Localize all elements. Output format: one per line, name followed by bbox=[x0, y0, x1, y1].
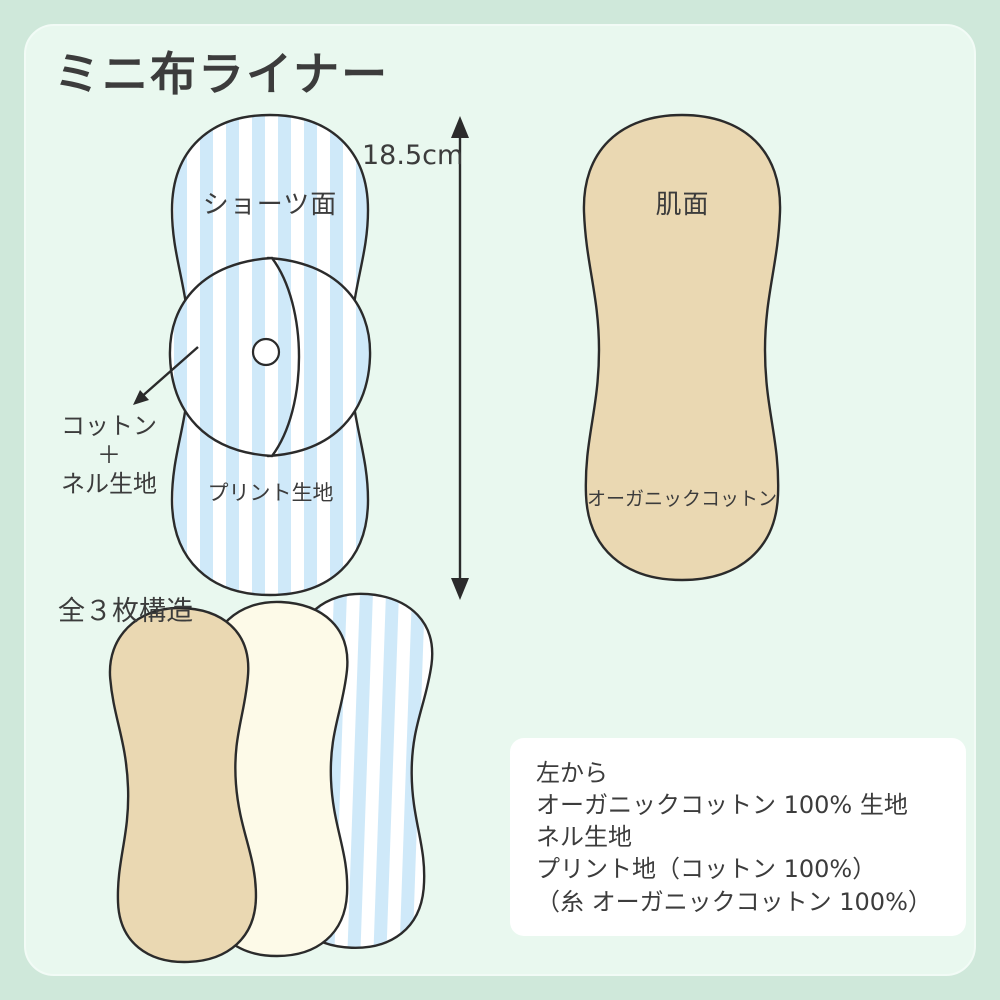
info-line-from-left: 左から bbox=[536, 759, 608, 787]
page-title: ミニ布ライナー bbox=[54, 47, 390, 101]
liner-wing-left bbox=[168, 256, 301, 458]
shorts-side-label: ショーツ面 bbox=[202, 190, 338, 220]
skin-side-label: 肌面 bbox=[655, 190, 710, 220]
skin-side-liner-shape bbox=[582, 113, 782, 582]
wing-material-line-3: ネル生地 bbox=[61, 469, 157, 498]
wing-pointer-arrow bbox=[133, 346, 199, 405]
layer-organic-cotton-fabric bbox=[106, 604, 260, 966]
organic-cotton-label: オーガニックコットン bbox=[586, 488, 777, 510]
wing-material-line-1: コットン bbox=[61, 412, 157, 440]
height-dimension-label: 18.5cm bbox=[362, 140, 464, 171]
snap-button bbox=[251, 337, 281, 367]
height-dimension-arrow bbox=[451, 116, 469, 600]
info-line-organic-cotton: オーガニックコットン 100% 生地 bbox=[536, 791, 908, 820]
print-fabric-label: プリント生地 bbox=[207, 481, 334, 505]
wing-material-line-2: ＋ bbox=[97, 440, 121, 469]
wing-material-label: コットン ＋ ネル生地 bbox=[46, 412, 172, 498]
info-line-flannel: ネル生地 bbox=[536, 823, 632, 852]
layer-count-label: 全３枚構造 bbox=[58, 596, 193, 627]
materials-info-box: 左から オーガニックコットン 100% 生地 ネル生地 プリント地（コットン 1… bbox=[510, 738, 966, 936]
info-line-print-fabric: プリント地（コットン 100%） bbox=[536, 855, 877, 884]
layer-stack bbox=[106, 590, 436, 966]
info-line-thread: （糸 オーガニックコットン 100%） bbox=[536, 887, 932, 916]
